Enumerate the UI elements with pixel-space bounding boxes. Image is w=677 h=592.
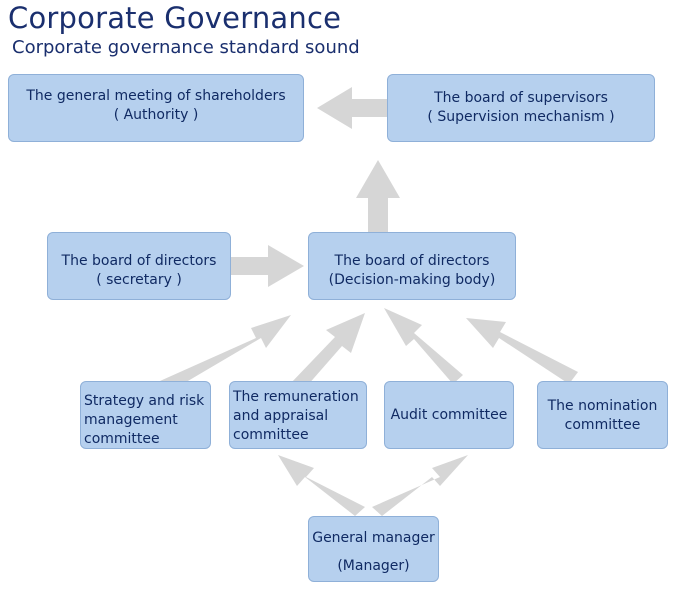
page-subtitle: Corporate governance standard sound [12,37,360,58]
arrow-nomination-to-decision [466,318,578,384]
arrow-supervisors-to-shareholders [317,87,387,129]
node-general-manager: General manager (Manager) [308,516,439,582]
node-sublabel: (Manager) [337,558,410,574]
arrow-manager-to-remuneration [278,455,365,516]
page-title: Corporate Governance [8,1,342,35]
arrow-decision-to-supervisors [356,160,400,232]
arrow-manager-to-audit [372,455,468,516]
node-label: The nomination [547,398,658,414]
node-sublabel: ( secretary ) [96,272,182,288]
node-label: committee [564,417,641,433]
node-sublabel: (Decision-making body) [328,272,496,288]
arrow-secretary-to-decision [231,245,304,287]
node-board-of-directors-secretary: The board of directors ( secretary ) [47,232,231,300]
node-general-meeting-of-shareholders: The general meeting of shareholders ( Au… [8,74,304,142]
node-label: committee [84,431,160,447]
node-label: The board of directors [61,253,217,269]
node-nomination-committee: The nomination committee [537,381,668,449]
node-label: The board of supervisors [434,90,608,106]
arrow-audit-to-decision [384,308,463,384]
node-remuneration-and-appraisal-committee: The remuneration and appraisal committee [229,381,367,449]
node-label: and appraisal [233,408,329,424]
arrow-remuneration-to-decision [290,313,365,394]
node-label: General manager [312,530,435,546]
node-label: Audit committee [390,407,508,423]
node-label: The general meeting of shareholders [26,88,286,104]
node-board-of-supervisors: The board of supervisors ( Supervision m… [387,74,655,142]
node-audit-committee: Audit committee [384,381,514,449]
node-sublabel: ( Supervision mechanism ) [427,109,615,125]
node-label: The remuneration [233,389,359,405]
node-strategy-and-risk-committee: Strategy and risk management committee [80,381,211,449]
node-label: Strategy and risk [84,393,205,409]
node-sublabel: ( Authority ) [113,107,199,123]
node-label: management [84,412,178,428]
node-board-of-directors-decision-making-body: The board of directors (Decision-making … [308,232,516,300]
node-label: committee [233,427,309,443]
arrow-strategy-to-decision [151,315,291,398]
node-label: The board of directors [334,253,490,269]
